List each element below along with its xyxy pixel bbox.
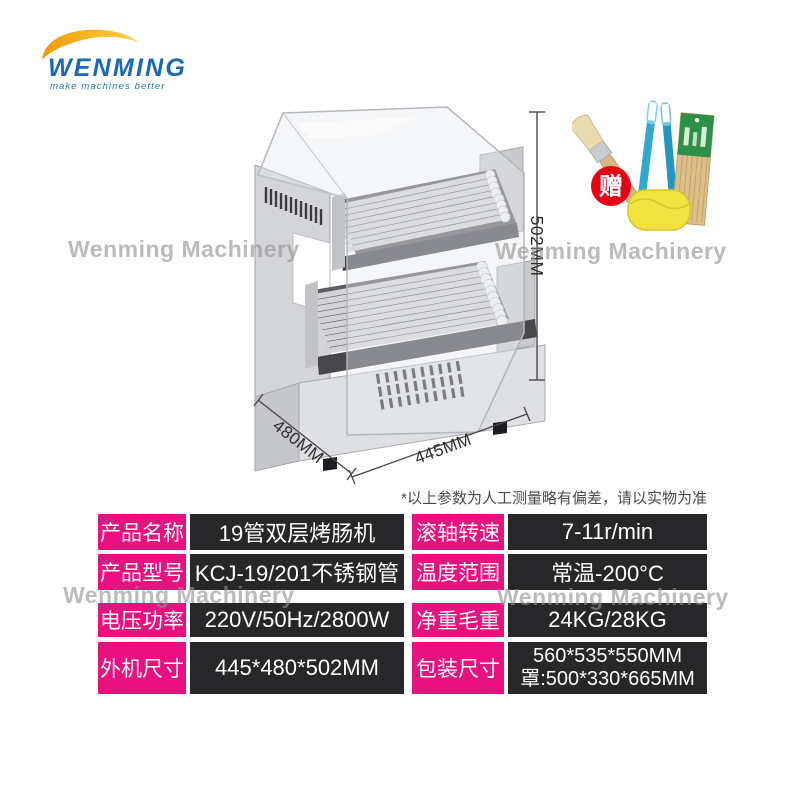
watermark: Wenming Machinery <box>497 584 729 610</box>
cover-fold-lines <box>257 112 348 199</box>
brand-tagline: make machines better <box>50 81 165 92</box>
spec-value: KCJ-19/201不锈钢管 <box>190 554 404 590</box>
base-vent-grid-icon <box>375 360 465 410</box>
machine-foot <box>323 457 337 471</box>
packing-size-line1: 560*535*550MM <box>533 645 682 667</box>
spec-value: 445*480*502MM <box>190 642 404 694</box>
panel-vent-slots-icon <box>264 187 323 225</box>
spec-value: 7-11r/min <box>508 514 707 550</box>
cover-highlight <box>297 117 417 139</box>
lower-tray-left-wall <box>305 281 318 369</box>
toothbrush-icon <box>660 102 678 208</box>
spec-value: 常温-200°C <box>508 554 707 590</box>
spec-table: 产品名称 19管双层烤肠机 滚轴转速 7-11r/min 产品型号 KCJ-19… <box>98 514 707 698</box>
upper-rollers <box>336 172 508 252</box>
gift-accessories: 赠 <box>572 100 715 231</box>
upper-tray-front-edge <box>341 223 519 271</box>
table-row: 电压功率 220V/50Hz/2800W 净重毛重 24KG/28KG <box>98 603 707 637</box>
spec-value: 220V/50Hz/2800W <box>190 603 404 637</box>
spec-label: 外机尺寸 <box>98 642 186 694</box>
watermark: Wenming Machinery <box>63 582 295 608</box>
brand-logo: WENMING make machines better <box>42 29 187 92</box>
disclaimer-note: *以上参数为人工测量略有偏差，请以实物为准 <box>401 490 707 507</box>
sponge-icon <box>627 189 693 231</box>
gift-badge-label: 赠 <box>599 173 623 201</box>
watermark: Wenming Machinery <box>495 238 727 264</box>
spec-label: 电压功率 <box>98 603 186 637</box>
upper-tray-left-wall <box>332 193 345 271</box>
table-row: 产品型号 KCJ-19/201不锈钢管 温度范围 常温-200°C <box>98 554 707 590</box>
spec-label: 滚轴转速 <box>412 514 504 550</box>
lower-roller-caps <box>476 261 508 327</box>
watermark: Wenming Machinery <box>68 236 300 262</box>
spec-label: 温度范围 <box>412 554 504 590</box>
spec-label: 净重毛重 <box>412 603 504 637</box>
upper-roller-caps <box>484 169 511 223</box>
dimension-lines <box>253 111 545 485</box>
spec-label: 产品名称 <box>98 514 186 550</box>
spec-value: 19管双层烤肠机 <box>190 514 404 550</box>
spec-label: 包装尺寸 <box>412 642 504 694</box>
machine-diagram: 502MM 480MM 445MM <box>253 106 547 485</box>
toothbrush-icon <box>636 100 658 208</box>
lower-tray-front-edge <box>317 319 537 375</box>
base-front <box>298 344 546 462</box>
spec-label: 产品型号 <box>98 554 186 590</box>
gift-badge <box>591 166 631 206</box>
table-row: 外机尺寸 445*480*502MM 包装尺寸 560*535*550MM 罩:… <box>98 642 707 694</box>
spec-value: 560*535*550MM 罩:500*330*665MM <box>508 642 707 694</box>
spec-value: 24KG/28KG <box>508 603 707 637</box>
logo-swoosh-icon <box>42 29 139 60</box>
dimension-height-label: 502MM <box>527 216 547 277</box>
packing-size-line2: 罩:500*330*665MM <box>520 668 695 690</box>
brand-name: WENMING <box>48 54 187 82</box>
transparent-cover <box>257 106 525 436</box>
table-row: 产品名称 19管双层烤肠机 滚轴转速 7-11r/min <box>98 514 707 550</box>
lower-rollers <box>310 264 505 354</box>
